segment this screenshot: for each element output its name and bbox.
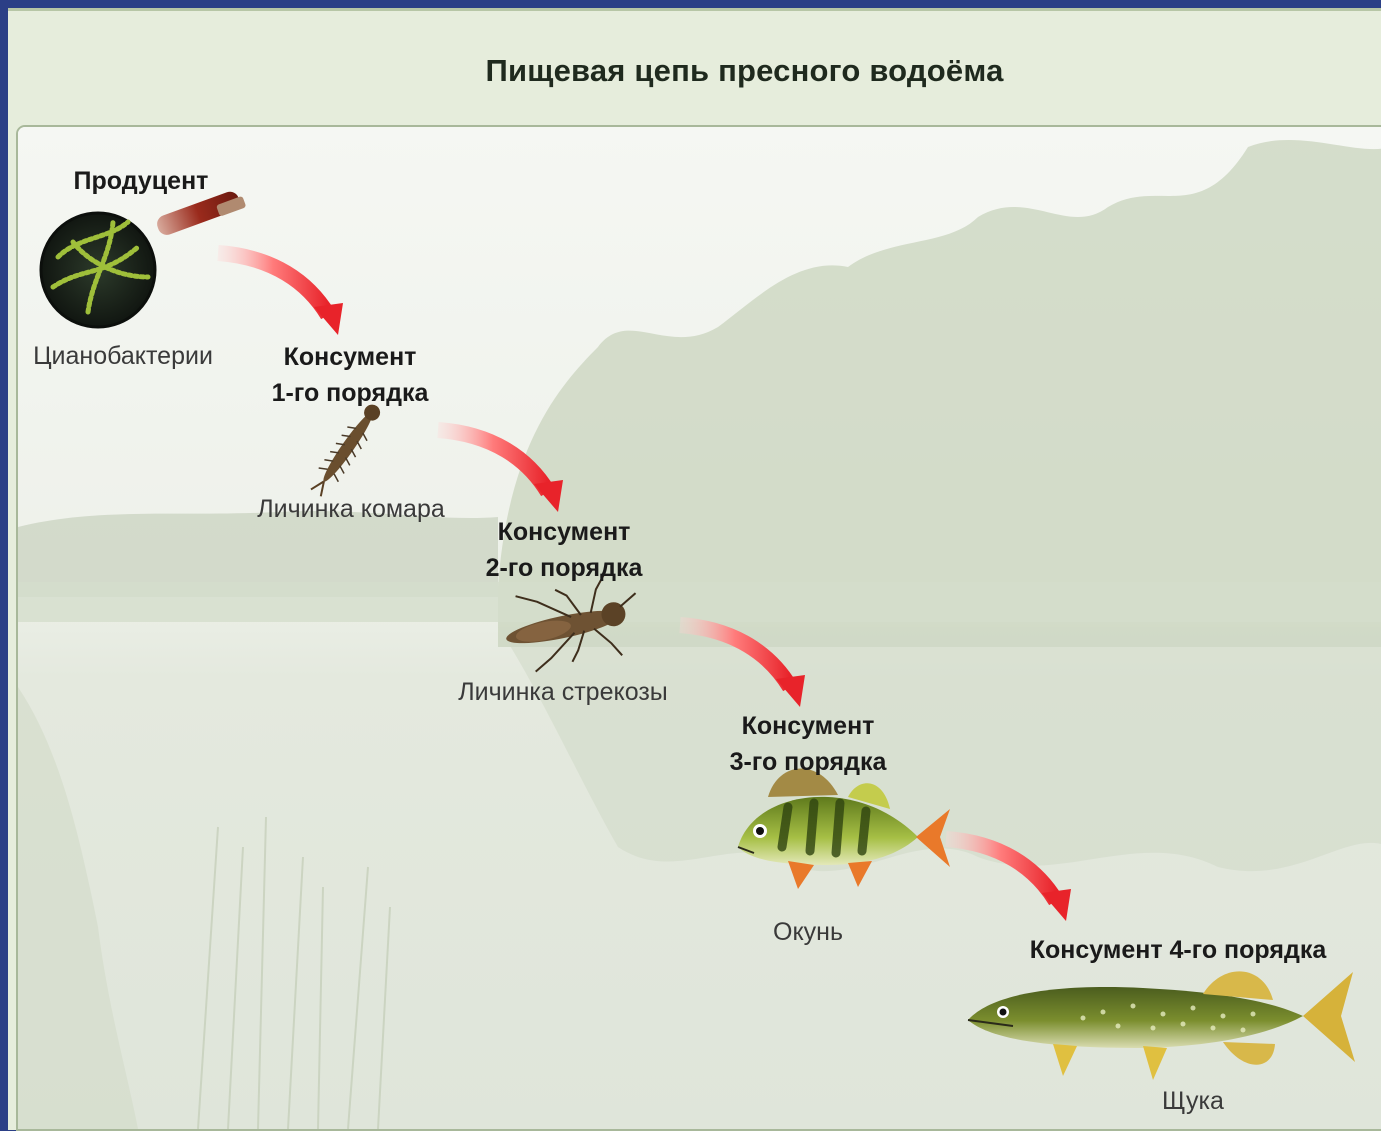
dragonfly-larva-icon: [506, 572, 637, 673]
perch-label: Окунь: [773, 918, 843, 946]
consumer-2-label: Консумент 2-го порядка: [485, 518, 643, 582]
page-title: Пищевая цепь пресного водоёма: [485, 53, 1004, 88]
arrow-3: [679, 617, 805, 707]
dragonfly-larva-label: Личинка стрекозы: [458, 678, 668, 706]
arrow-4: [945, 831, 1071, 921]
producer-label: Продуцент: [73, 167, 209, 195]
mosquito-larva-label: Личинка комара: [257, 495, 445, 523]
pike-label: Щука: [1162, 1087, 1224, 1115]
lake-background: [18, 127, 1381, 1129]
consumer-3-label: Консумент 3-го порядка: [729, 712, 887, 776]
cyanobacteria-label: Цианобактерии: [33, 342, 213, 370]
food-chain-panel: Продуцент Цианобактерии Консумент 1-го п…: [16, 125, 1381, 1131]
perch-icon: [737, 768, 950, 889]
consumer-1-label: Консумент 1-го порядка: [271, 343, 429, 407]
cyanobacteria-icon: [39, 191, 246, 329]
arrow-2: [437, 422, 563, 512]
consumer-4-label: Консумент 4-го порядка: [1029, 936, 1327, 964]
mosquito-larva-icon: [310, 404, 381, 497]
arrow-1: [217, 245, 343, 335]
pike-icon: [967, 971, 1355, 1080]
